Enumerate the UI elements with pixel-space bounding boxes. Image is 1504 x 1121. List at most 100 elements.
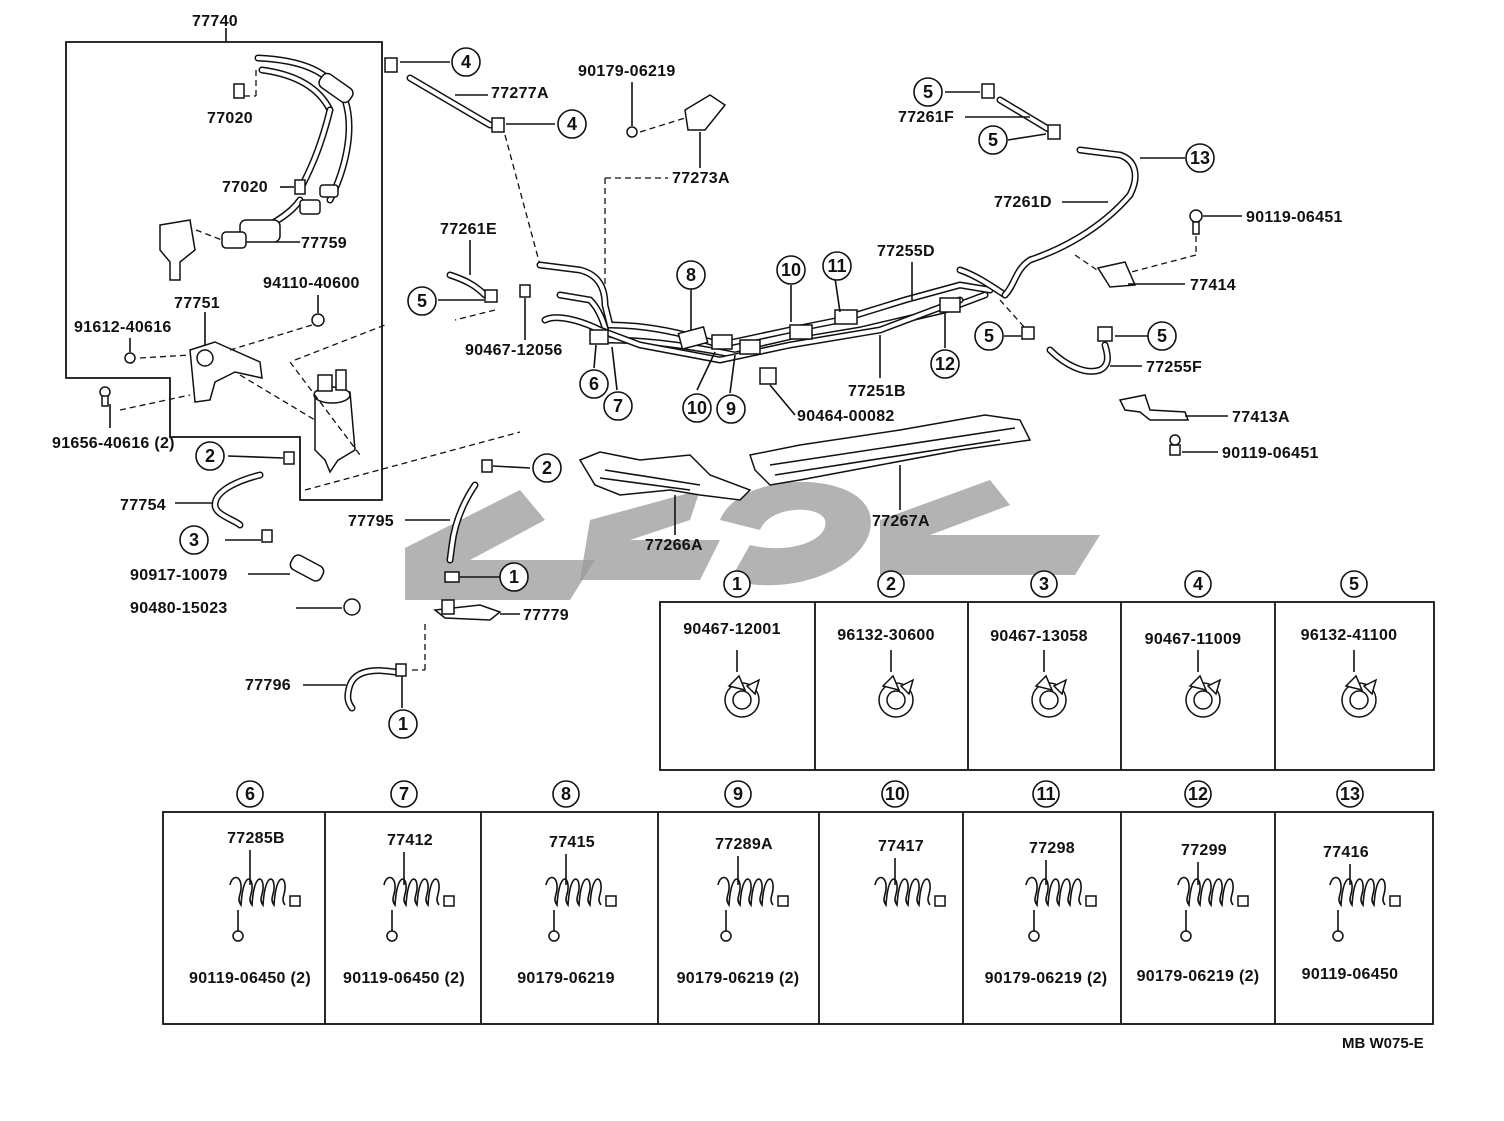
clamp-cell-4: 4 90467-11009 — [1145, 570, 1242, 718]
label-77779: 77779 — [523, 607, 569, 624]
hose-77754 — [211, 471, 264, 529]
canister-assembly-box — [65, 28, 383, 501]
bolt-91656 — [99, 386, 111, 407]
bracket-cell-7: 7 77412 90119-06450 (2) — [343, 780, 465, 987]
label-77759: 77759 — [301, 235, 347, 252]
svg-text:3: 3 — [189, 530, 199, 550]
svg-text:9: 9 — [726, 399, 736, 419]
svg-text:9: 9 — [733, 784, 743, 804]
nut-94110 — [311, 313, 325, 327]
svg-text:4: 4 — [461, 52, 471, 72]
callout-leaders — [593, 277, 946, 394]
svg-text:90467-11009: 90467-11009 — [1145, 631, 1242, 648]
svg-text:5: 5 — [1349, 574, 1359, 594]
callout-3: 3 — [179, 525, 209, 555]
clamp-cell-1: 1 90467-12001 — [683, 570, 781, 718]
label-90464: 90464-00082 — [797, 408, 895, 425]
svg-text:10: 10 — [687, 398, 707, 418]
clip-90467-12056 — [519, 284, 531, 298]
svg-text:96132-30600: 96132-30600 — [837, 627, 935, 644]
callout-5: 5 — [407, 286, 437, 316]
label-90179-top: 90179-06219 — [578, 63, 676, 80]
svg-text:96132-41100: 96132-41100 — [1301, 627, 1398, 644]
tube-brackets — [589, 297, 961, 385]
label-90480: 90480-15023 — [130, 600, 228, 617]
svg-text:2: 2 — [205, 446, 215, 466]
svg-text:2: 2 — [886, 574, 896, 594]
svg-text:90119-06450: 90119-06450 — [1302, 966, 1399, 983]
label-90917: 90917-10079 — [130, 567, 228, 584]
label-77273A: 77273A — [672, 170, 730, 187]
label-77267A: 77267A — [872, 513, 930, 530]
fitting-77020-top — [233, 70, 257, 99]
svg-text:4: 4 — [567, 114, 577, 134]
label-77740: 77740 — [192, 13, 238, 30]
svg-text:11: 11 — [827, 256, 846, 276]
callout-5: 5 — [913, 77, 943, 107]
callout-9: 9 — [716, 394, 746, 424]
callout-5: 5 — [1147, 321, 1177, 351]
svg-text:90179-06219 (2): 90179-06219 (2) — [985, 970, 1108, 987]
svg-text:4: 4 — [1193, 574, 1203, 594]
charcoal-canister — [313, 369, 356, 474]
callout-5: 5 — [974, 321, 1004, 351]
label-77795: 77795 — [348, 513, 394, 530]
hose-77255F — [1021, 326, 1113, 375]
svg-text:90119-06450 (2): 90119-06450 (2) — [189, 970, 311, 987]
bracket-cell-11: 11 77298 90179-06219 (2) — [985, 780, 1108, 987]
label-77255D: 77255D — [877, 243, 935, 260]
svg-text:77412: 77412 — [387, 832, 433, 849]
svg-text:90467-13058: 90467-13058 — [990, 628, 1088, 645]
svg-text:10: 10 — [885, 784, 905, 804]
svg-text:5: 5 — [988, 130, 998, 150]
label-90467-12056: 90467-12056 — [465, 342, 563, 359]
svg-text:1: 1 — [732, 574, 742, 594]
svg-text:7: 7 — [613, 396, 623, 416]
svg-text:7: 7 — [399, 784, 409, 804]
svg-text:1: 1 — [398, 714, 408, 734]
callout-7: 7 — [603, 391, 633, 421]
callout-10: 10 — [682, 393, 712, 423]
svg-text:1: 1 — [509, 567, 519, 587]
svg-text:8: 8 — [561, 784, 571, 804]
svg-text:90467-12001: 90467-12001 — [683, 621, 781, 638]
svg-text:2: 2 — [542, 458, 552, 478]
clamp-3-left — [261, 529, 273, 543]
svg-text:90119-06450 (2): 90119-06450 (2) — [343, 970, 465, 987]
callout-10: 10 — [776, 255, 806, 285]
callout-12: 12 — [930, 349, 960, 379]
bolt-90119-b — [1169, 434, 1181, 456]
hose-77795 — [444, 459, 493, 583]
svg-text:77289A: 77289A — [715, 836, 773, 853]
label-77020-top: 77020 — [207, 110, 253, 127]
svg-text:12: 12 — [1188, 784, 1208, 804]
clamp-cell-3: 3 90467-13058 — [990, 570, 1088, 718]
svg-text:3: 3 — [1039, 574, 1049, 594]
svg-text:5: 5 — [923, 82, 933, 102]
fitting-77020-mid — [294, 179, 306, 195]
label-91656: 91656-40616 (2) — [52, 435, 175, 452]
callout-8: 8 — [676, 260, 706, 290]
svg-text:11: 11 — [1036, 784, 1055, 804]
svg-text:77416: 77416 — [1323, 844, 1369, 861]
callout-2: 2 — [195, 441, 225, 471]
svg-text:77298: 77298 — [1029, 840, 1075, 857]
valve-90917 — [289, 554, 325, 582]
svg-text:77299: 77299 — [1181, 842, 1227, 859]
bolt-90119-a — [1189, 209, 1203, 235]
diagram-code: MB W075-E — [1342, 1035, 1424, 1052]
callout-11: 11 — [822, 251, 852, 281]
label-77251B: 77251B — [848, 383, 906, 400]
label-77020-mid: 77020 — [222, 179, 268, 196]
label-91612: 91612-40616 — [74, 319, 172, 336]
label-90119-b: 90119-06451 — [1222, 445, 1319, 462]
hose-77796 — [344, 663, 407, 712]
main-fuel-tubes — [536, 261, 1009, 364]
svg-text:10: 10 — [781, 260, 801, 280]
svg-text:5: 5 — [1157, 326, 1167, 346]
